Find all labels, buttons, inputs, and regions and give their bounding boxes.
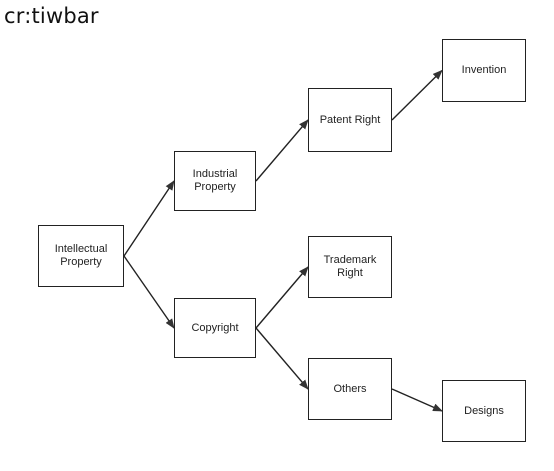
edge-others-to-designs — [391, 388, 443, 412]
node-trademark-right: Trademark Right — [308, 236, 392, 298]
edge-industrial-property-to-patent-right — [255, 119, 309, 182]
edge-patent-right-to-invention — [391, 69, 443, 121]
node-intellectual-property: Intellectual Property — [38, 225, 124, 287]
edge-intellectual-property-to-copyright — [123, 255, 175, 329]
node-invention: Invention — [442, 39, 526, 102]
edge-copyright-to-trademark-right — [255, 266, 309, 329]
edge-copyright-to-others — [255, 327, 309, 390]
watermark-caption: cr:tiwbar — [4, 4, 99, 28]
edge-intellectual-property-to-industrial-property — [123, 180, 175, 257]
node-others: Others — [308, 358, 392, 420]
node-industrial-property: Industrial Property — [174, 151, 256, 211]
node-designs: Designs — [442, 380, 526, 442]
node-copyright: Copyright — [174, 298, 256, 358]
node-patent-right: Patent Right — [308, 88, 392, 152]
edges-layer — [123, 69, 443, 412]
